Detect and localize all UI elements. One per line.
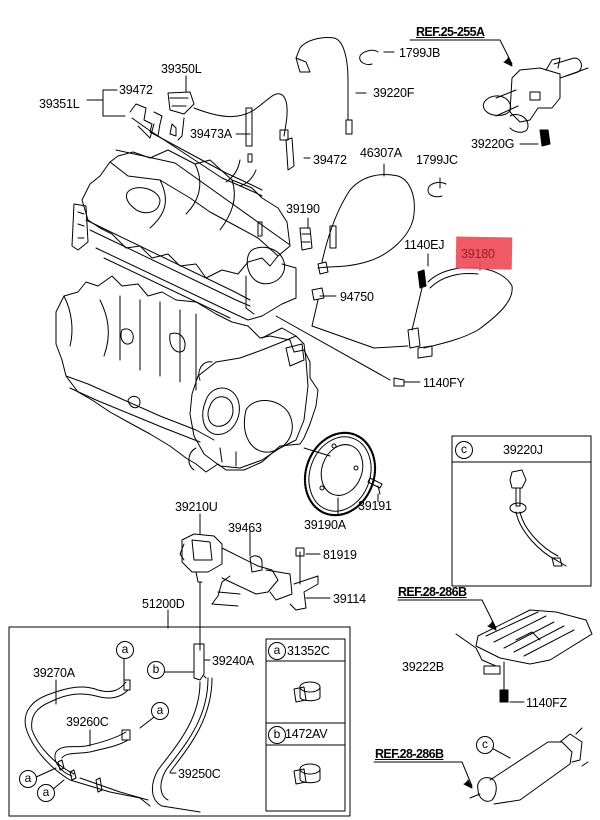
sensor-assembly-39210U — [179, 533, 319, 611]
hose-assembly-box — [8, 626, 351, 817]
exhaust-pipe — [373, 727, 589, 805]
label-46307A[interactable]: 46307A — [360, 146, 402, 160]
sensor-c-legend-box — [451, 435, 592, 587]
sensor-39190 — [299, 227, 313, 251]
label-39260C[interactable]: 39260C — [66, 715, 109, 729]
cable-46307A — [317, 174, 415, 269]
callout-a-marker: a — [116, 641, 134, 659]
injector-harness — [129, 37, 353, 197]
callout-a-marker: a — [37, 784, 55, 802]
label-81919[interactable]: 81919 — [323, 548, 357, 562]
clip-1799JC — [427, 181, 447, 198]
label-39351L[interactable]: 39351L — [39, 97, 80, 111]
legend-a-part[interactable]: 31352C — [287, 644, 330, 658]
label-39220G[interactable]: 39220G — [471, 137, 515, 151]
ref-28-286B-upper[interactable]: REF.28-286B — [398, 585, 467, 599]
label-39191[interactable]: 39191 — [358, 499, 392, 513]
label-1140FY[interactable]: 1140FY — [423, 376, 465, 390]
label-39114[interactable]: 39114 — [333, 592, 366, 606]
engine-block — [55, 149, 319, 473]
clamp-a-icon — [293, 681, 321, 703]
label-39222B[interactable]: 39222B — [402, 660, 444, 674]
label-39463[interactable]: 39463 — [228, 521, 262, 535]
legend-c-part[interactable]: 39220J — [503, 443, 543, 457]
label-39472[interactable]: 39472 — [313, 153, 347, 167]
label-51200D[interactable]: 51200D — [142, 597, 185, 611]
callout-a-marker: a — [151, 702, 169, 720]
ref-25-255A[interactable]: REF.25-255A — [416, 25, 485, 39]
label-39472-top[interactable]: 39472 — [119, 83, 153, 97]
callout-a-marker: a — [19, 770, 37, 788]
ref-28-286B-lower[interactable]: REF.28-286B — [375, 747, 444, 761]
label-1799JB[interactable]: 1799JB — [399, 46, 441, 60]
label-39250C[interactable]: 39250C — [178, 767, 221, 781]
label-1140FZ[interactable]: 1140FZ — [526, 696, 567, 710]
label-39190A[interactable]: 39190A — [304, 518, 346, 532]
bolt-1140FY — [393, 377, 405, 387]
legend-b-key: b — [268, 726, 286, 744]
label-39240A[interactable]: 39240A — [212, 654, 254, 668]
sensor-39180 — [311, 267, 513, 359]
label-39210U[interactable]: 39210U — [175, 500, 218, 514]
label-39190[interactable]: 39190 — [286, 202, 320, 216]
sensor-39220J-icon — [509, 469, 567, 567]
undercover-panel — [397, 599, 593, 703]
legend-a-key: a — [268, 642, 286, 660]
label-1140EJ[interactable]: 1140EJ — [404, 238, 445, 252]
clamp-b-icon — [293, 763, 321, 785]
sensor-94750 — [311, 287, 325, 301]
label-39473A[interactable]: 39473A — [190, 127, 232, 141]
clamp-legend-box — [265, 638, 346, 812]
legend-c-key: c — [455, 441, 473, 459]
callout-b-marker: b — [147, 661, 165, 679]
label-39270A[interactable]: 39270A — [33, 666, 75, 680]
label-39220F[interactable]: 39220F — [373, 86, 415, 100]
bolt-39191 — [367, 477, 383, 489]
legend-b-part[interactable]: 1472AV — [285, 727, 328, 741]
callout-c-marker: c — [476, 736, 494, 754]
clip-1799JB — [359, 49, 379, 65]
ring-gear-39190A — [303, 431, 377, 517]
label-1799JC[interactable]: 1799JC — [416, 153, 458, 167]
label-94750[interactable]: 94750 — [340, 290, 374, 304]
thermostat-housing — [482, 57, 589, 147]
label-39180[interactable]: 39180 — [461, 247, 495, 261]
label-39350L[interactable]: 39350L — [161, 62, 202, 76]
leader-lines — [55, 51, 539, 774]
coolant-hoses — [24, 643, 213, 813]
